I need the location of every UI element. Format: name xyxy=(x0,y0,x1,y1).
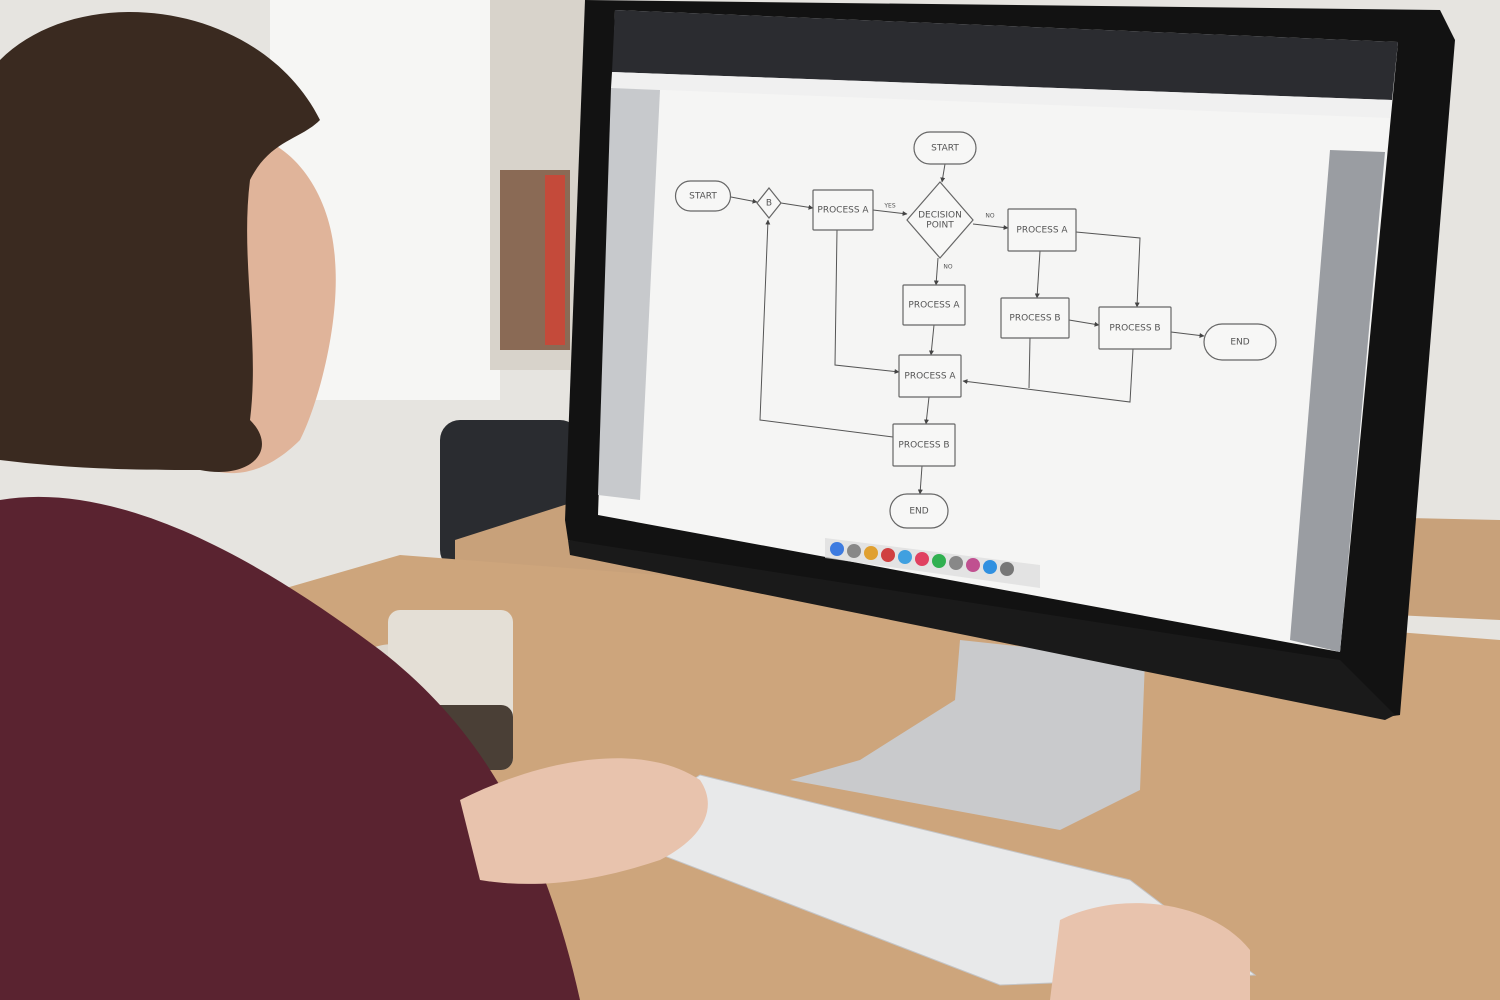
flowchart-node-label: PROCESS A xyxy=(908,301,960,311)
dock-app-icon[interactable] xyxy=(983,560,997,574)
flowchart-connector xyxy=(1028,337,1031,389)
flowchart-node-process-a-3: PROCESS A xyxy=(902,284,966,326)
person-hand xyxy=(460,758,708,884)
dock-app-icon[interactable] xyxy=(864,546,878,560)
flowchart-node-process-a-4: PROCESS A xyxy=(898,354,962,398)
person-hair xyxy=(0,12,320,472)
flowchart-connector xyxy=(780,202,814,210)
flowchart-connector xyxy=(759,219,894,438)
flowchart-node-label: POINT xyxy=(926,221,954,231)
flowchart-node-merge: B xyxy=(756,187,782,219)
flowchart-node-label: END xyxy=(909,507,928,517)
flowchart-node-label: START xyxy=(931,144,959,154)
dock-app-icon[interactable] xyxy=(966,558,980,572)
flowchart-node-label: PROCESS A xyxy=(904,372,956,382)
flowchart-node-process-a-1: PROCESS A xyxy=(812,189,874,231)
dock-app-icon[interactable] xyxy=(847,544,861,558)
flowchart-node-label: B xyxy=(766,199,772,209)
right-gutter xyxy=(1290,150,1385,652)
flowchart-connector xyxy=(872,209,908,216)
dock-app-icon[interactable] xyxy=(915,552,929,566)
flowchart-edge-label: NO xyxy=(985,213,994,220)
flowchart-node-process-b-1: PROCESS B xyxy=(1000,297,1070,339)
flowchart-connector xyxy=(972,223,1009,230)
flowchart-connector xyxy=(834,229,900,374)
flowchart-node-label: PROCESS B xyxy=(1109,324,1160,334)
browser-bookmarks xyxy=(611,72,1392,118)
flowchart-node-start-left: START xyxy=(674,180,732,212)
flowchart-connector xyxy=(917,465,923,495)
browser-toolbar xyxy=(612,10,1398,100)
flowchart-connector xyxy=(962,348,1134,403)
flowchart-node-end-bottom: END xyxy=(889,493,949,529)
flowchart-connector xyxy=(928,324,935,356)
screen xyxy=(598,10,1398,652)
flowchart-connector xyxy=(924,396,930,425)
dock-app-icon[interactable] xyxy=(830,542,844,556)
dock-app-icon[interactable] xyxy=(881,548,895,562)
flowchart-node-label: PROCESS A xyxy=(817,206,869,216)
flowchart-node-process-b-2: PROCESS B xyxy=(1098,306,1172,350)
flowchart-edge-label: YES xyxy=(883,203,895,210)
left-gutter xyxy=(598,88,660,500)
flowchart-node-label: PROCESS B xyxy=(898,441,949,451)
flowchart-node-label: START xyxy=(689,192,717,202)
flowchart-node-label: PROCESS B xyxy=(1009,314,1060,324)
flowchart-node-start-top: START xyxy=(913,131,977,165)
flowchart-connector xyxy=(1170,331,1205,338)
person-hand-right xyxy=(1050,903,1250,1000)
flowchart-node-label: END xyxy=(1230,338,1249,348)
flowchart-connector xyxy=(1034,250,1041,299)
dock-app-icon[interactable] xyxy=(1000,562,1014,576)
flowchart-node-label: DECISION xyxy=(918,211,962,221)
flowchart-node-process-b-3: PROCESS B xyxy=(892,423,956,467)
monitor-stand xyxy=(790,640,1145,830)
dock-app-icon[interactable] xyxy=(932,554,946,568)
flowchart-node-process-a-2: PROCESS A xyxy=(1007,208,1077,252)
dock-app-icon[interactable] xyxy=(898,550,912,564)
flowchart-node-label: PROCESS A xyxy=(1016,226,1068,236)
flowchart-connector xyxy=(1068,319,1100,327)
flowchart-node-end-right: END xyxy=(1203,323,1277,361)
person-shirt xyxy=(0,496,580,1000)
flowchart-connector xyxy=(940,163,946,183)
flowchart-connector xyxy=(933,257,939,286)
dock-app-icon[interactable] xyxy=(949,556,963,570)
flowchart-connector xyxy=(730,196,758,204)
flowchart-connector xyxy=(1075,231,1141,308)
dock-icons xyxy=(830,542,1014,576)
flowchart-edge-label: NO xyxy=(943,264,952,271)
monitor-chin xyxy=(568,540,1395,720)
